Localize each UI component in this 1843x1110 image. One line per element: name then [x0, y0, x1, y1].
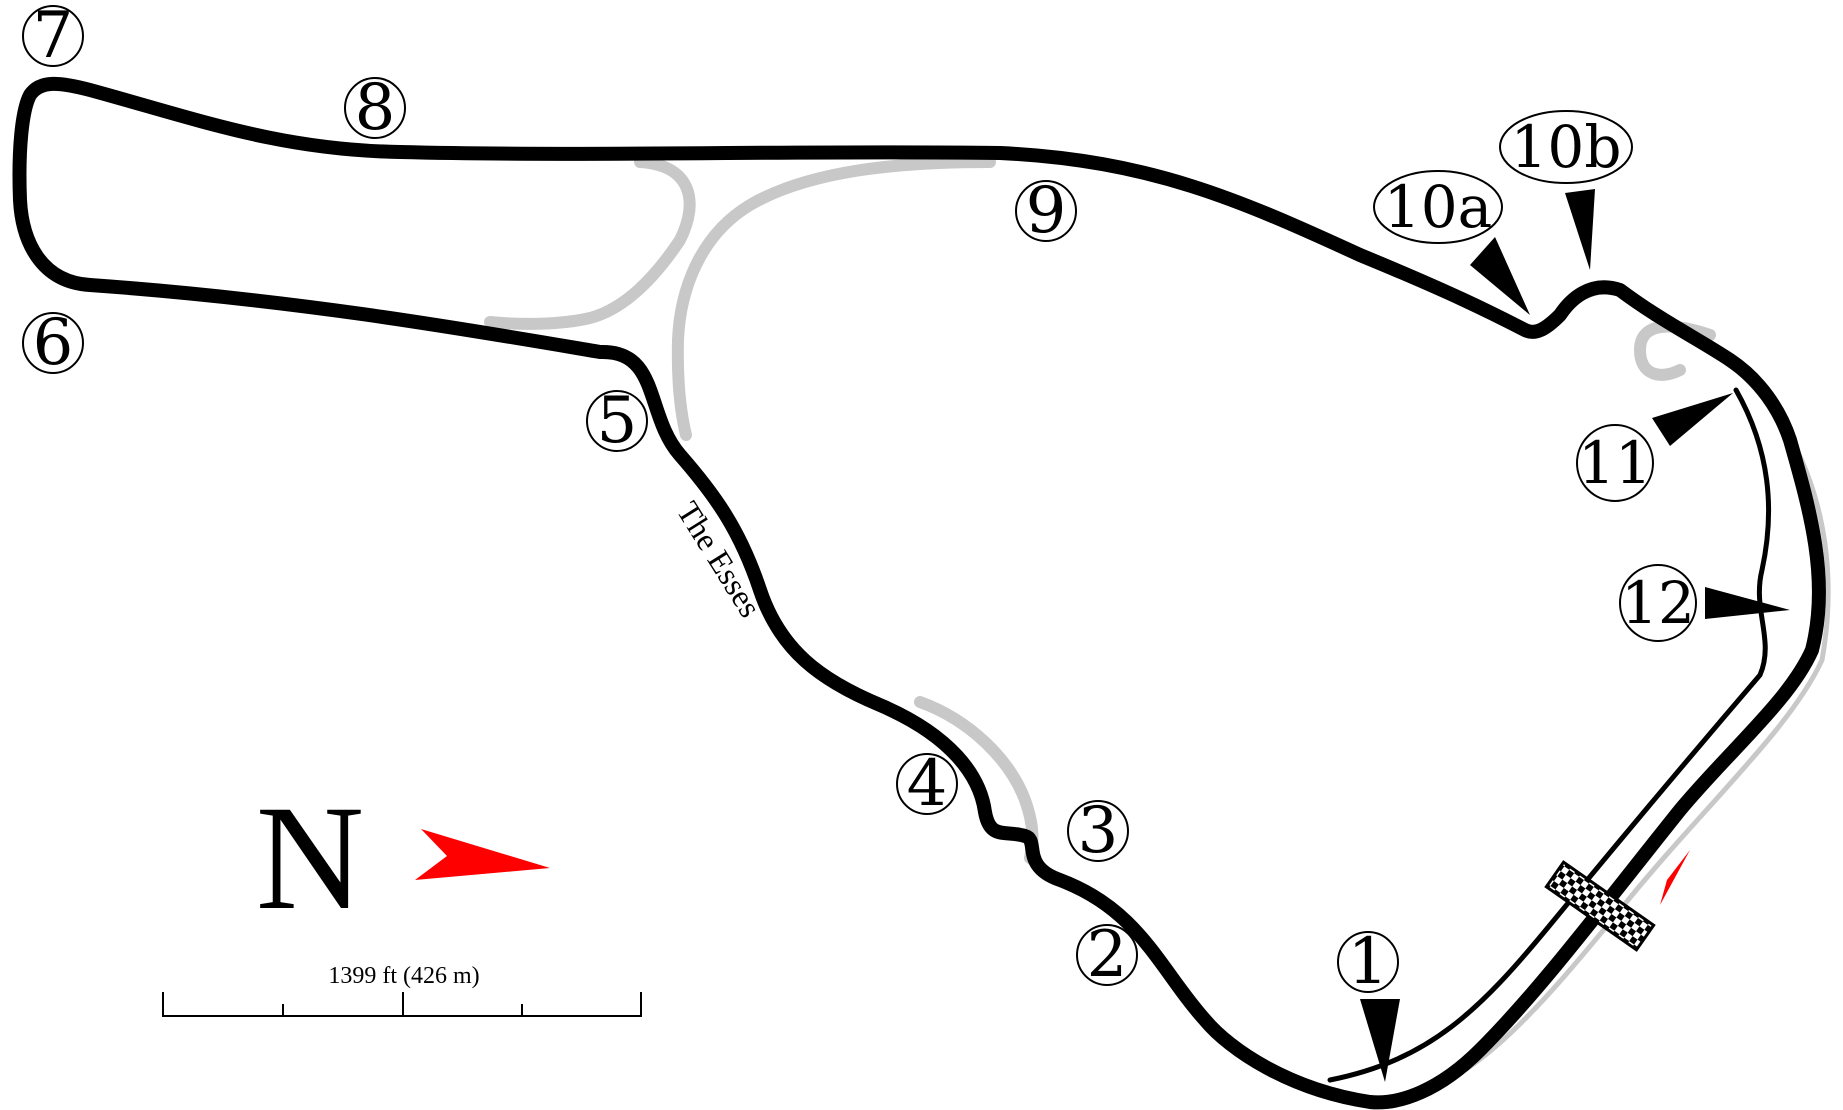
corner-6-number: 6 — [33, 306, 74, 380]
corner-10a-label: 10a — [1373, 170, 1503, 244]
corner-12-number: 12 — [1621, 569, 1695, 637]
corner-8-label: 8 — [344, 71, 406, 145]
alternate-track — [484, 156, 1716, 864]
corner-markers — [1360, 189, 1790, 1082]
corner-12-label: 12 — [1619, 564, 1697, 642]
direction-arrow — [1660, 850, 1690, 905]
corner-5-label: 5 — [586, 384, 648, 458]
corner-2-label: 2 — [1076, 918, 1138, 992]
corner-1-label: 1 — [1337, 925, 1399, 999]
main-track — [12, 76, 1827, 1110]
corner-4-label: 4 — [896, 747, 958, 821]
corner-10b-label: 10b — [1499, 110, 1633, 184]
compass-north-arrow-icon — [415, 829, 550, 880]
corner-7-label: 7 — [22, 0, 84, 73]
corner-6-label: 6 — [22, 306, 84, 380]
corner-7-number: 7 — [33, 0, 74, 73]
corner-11-marker — [1652, 393, 1733, 446]
alt-track-inner-bypass — [671, 156, 996, 441]
corner-2-number: 2 — [1087, 918, 1128, 992]
corner-12-marker — [1705, 587, 1790, 619]
corner-11-label: 11 — [1576, 424, 1654, 502]
corner-9-label: 9 — [1015, 174, 1077, 248]
corner-10b-marker — [1565, 189, 1595, 270]
corner-5-number: 5 — [597, 384, 638, 458]
corner-1-marker — [1360, 999, 1400, 1082]
corner-9-number: 9 — [1026, 174, 1067, 248]
corner-10a-marker — [1470, 237, 1530, 315]
corner-11-number: 11 — [1578, 429, 1652, 497]
compass: N — [256, 775, 550, 941]
corner-1-number: 1 — [1348, 925, 1389, 999]
start-finish-line — [1544, 860, 1656, 952]
corner-4-number: 4 — [907, 747, 948, 821]
scale-bar-label: 1399 ft (426 m) — [328, 963, 479, 989]
corner-10b-number: 10b — [1511, 113, 1622, 181]
corner-10a-number: 10a — [1384, 173, 1492, 241]
alt-track-back-cut — [484, 156, 696, 330]
scale-bar: 1399 ft (426 m) — [162, 963, 642, 1017]
alt-track-outer-runoff — [1377, 372, 1831, 1101]
pit-lane — [1327, 387, 1772, 1083]
corner-3-label: 3 — [1067, 794, 1129, 868]
corner-labels: 1 2 3 4 5 6 7 8 — [22, 0, 1697, 999]
corner-3-number: 3 — [1078, 794, 1119, 868]
compass-north-letter: N — [256, 775, 364, 941]
corner-8-number: 8 — [355, 71, 396, 145]
